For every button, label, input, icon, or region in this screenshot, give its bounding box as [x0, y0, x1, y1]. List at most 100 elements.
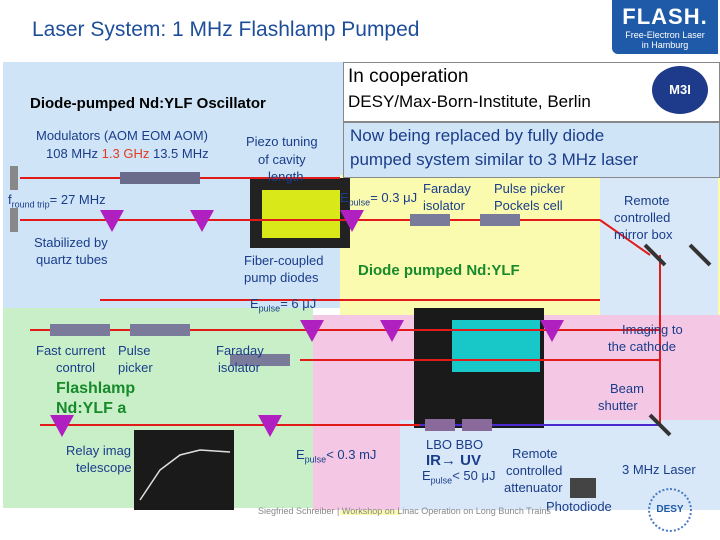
mirror-2: [190, 210, 214, 232]
remote-attenuator-line3: attenuator: [504, 480, 563, 495]
round-trip-frequency: fround trip= 27 MHz: [8, 192, 106, 210]
amp-rod-2: [130, 324, 190, 336]
faraday-isolator-1: [410, 214, 450, 226]
faraday-preamp-line1: Faraday: [423, 181, 471, 196]
epulse2-subscript: pulse: [258, 303, 281, 314]
pulse-picker-line1: Pulse picker: [494, 181, 565, 196]
epulse3-value: < 0.3 mJ: [326, 447, 377, 462]
cooperation-line2: DESY/Max-Born-Institute, Berlin: [348, 92, 591, 111]
stabilized-line1: Stabilized by: [34, 235, 108, 250]
scope-trace-bottom: [134, 430, 234, 510]
mbi-logo: M3I: [652, 66, 708, 114]
freq-13-5: 13.5 MHz: [152, 146, 209, 161]
remote-mirror-line1: Remote: [624, 193, 670, 208]
beam-shutter-line1: Beam: [610, 381, 644, 396]
epulse2-value: = 6 μJ: [280, 296, 317, 311]
replacement-line1: Now being replaced by fully diode: [350, 126, 605, 145]
desy-logo: DESY: [648, 488, 692, 532]
epulse4-symbol: E: [422, 468, 431, 483]
amp-rod-3: [230, 354, 290, 366]
laser-3mhz-label: 3 MHz Laser: [622, 462, 696, 477]
mirror-6: [540, 320, 564, 342]
remote-mirror-a: [643, 243, 667, 267]
remote-mirror-line2: controlled: [614, 210, 671, 225]
imaging-line2: the cathode: [608, 339, 676, 354]
ir-uv-label: IR→ UV: [426, 452, 482, 469]
faraday-amp-line1: Faraday: [216, 343, 264, 358]
epulse4-value: < 50 μJ: [452, 468, 496, 483]
photodiode-box: [570, 478, 596, 498]
remote-mirror-b: [688, 243, 712, 267]
remote-attenuator-line2: controlled: [506, 463, 563, 478]
f-subscript: round trip: [11, 199, 50, 210]
cooperation-line1: In cooperation: [348, 66, 469, 87]
replacement-note-box: [343, 122, 720, 178]
cavity-mirror-left-top: [10, 166, 18, 190]
pockels-cell-1: [480, 214, 520, 226]
faraday-amp-line2: isolator: [218, 360, 260, 375]
epulse1-symbol: E: [340, 190, 349, 205]
lbo-bbo-label: LBO BBO: [426, 437, 484, 452]
freq-1300: 1.3 GHz: [101, 146, 150, 161]
piezo-line3: length: [268, 169, 304, 184]
epulse-50uj: Epulse< 50 μJ: [422, 468, 495, 486]
mirror-4: [300, 320, 324, 342]
pulse-picker-amp-line2: picker: [118, 360, 153, 375]
piezo-line2: of cavity: [258, 152, 306, 167]
scope-trace-bright: [262, 190, 340, 238]
mirror-8: [258, 415, 282, 437]
diode-pumped-heading: Diode pumped Nd:YLF: [358, 262, 520, 279]
remote-attenuator-line1: Remote: [512, 446, 558, 461]
flashlamp-heading-line1: Flashlamp: [56, 380, 136, 397]
faraday-preamp-line2: isolator: [423, 198, 465, 213]
f-value: = 27 MHz: [49, 192, 106, 207]
flash-logo-name: FLASH.: [622, 4, 708, 29]
scope-trace-amp-pulse: [452, 320, 540, 372]
epulse2-symbol: E: [250, 296, 259, 311]
slide-title: Laser System: 1 MHz Flashlamp Pumped: [32, 18, 420, 41]
modulators-box: [30, 124, 230, 168]
flash-logo-sub1: Free-Electron Laser: [625, 30, 705, 40]
fast-current-line2: control: [56, 360, 96, 375]
f-symbol: f: [8, 192, 12, 207]
relay-line2: telescope: [76, 460, 132, 475]
bbo-crystal: [462, 419, 492, 431]
epulse-03mj: Epulse< 0.3 mJ: [296, 447, 376, 465]
mirror-5: [380, 320, 404, 342]
relay-line1: Relay imag: [66, 443, 132, 458]
flash-logo: FLASH. Free-Electron Laser in Hamburg: [612, 0, 718, 54]
photodiode-label: Photodiode: [546, 499, 612, 514]
piezo-line1: Piezo tuning: [246, 134, 318, 149]
epulse1-subscript: pulse: [348, 197, 371, 208]
epulse3-subscript: pulse: [304, 454, 327, 465]
pulse-picker-line2: Pockels cell: [494, 198, 563, 213]
epulse4-subscript: pulse: [430, 475, 453, 486]
pulse-picker-amp-line1: Pulse: [118, 343, 151, 358]
amp-rod-1: [50, 324, 110, 336]
modulators-label: Modulators (AOM EOM AOM): [36, 128, 208, 143]
footer-text: Siegfried Schreiber | Workshop on Linac …: [258, 506, 551, 516]
mirror-7: [50, 415, 74, 437]
epulse1-value: = 0.3 μJ: [370, 190, 418, 205]
fiber-line1: Fiber-coupled: [244, 253, 324, 268]
oscillator-crystal: [120, 172, 200, 184]
fiber-line2: pump diodes: [244, 270, 319, 285]
epulse-6uj: Epulse= 6 μJ: [250, 296, 316, 314]
remote-mirror-line3: mirror box: [614, 227, 673, 242]
replacement-line2: pumped system similar to 3 MHz laser: [350, 150, 639, 169]
oscillator-heading: Diode-pumped Nd:YLF Oscillator: [30, 95, 266, 112]
beam-to-remote: [599, 219, 651, 256]
lbo-crystal: [425, 419, 455, 431]
beam-shutter-line2: shutter: [598, 398, 638, 413]
imaging-line1: Imaging to: [622, 322, 683, 337]
mirror-3: [340, 210, 364, 232]
cavity-mirror-left-bottom: [10, 208, 18, 232]
freq-108: 108 MHz: [46, 146, 99, 161]
mirror-1: [100, 210, 124, 232]
stabilized-line2: quartz tubes: [36, 252, 108, 267]
flash-logo-sub2: in Hamburg: [641, 40, 689, 50]
epulse-oscillator: Epulse= 0.3 μJ: [340, 190, 417, 208]
scope-trace-bottom-line: [139, 449, 231, 501]
modulator-frequencies: 108 MHz 1.3 GHz 13.5 MHz: [46, 146, 209, 161]
epulse3-symbol: E: [296, 447, 305, 462]
